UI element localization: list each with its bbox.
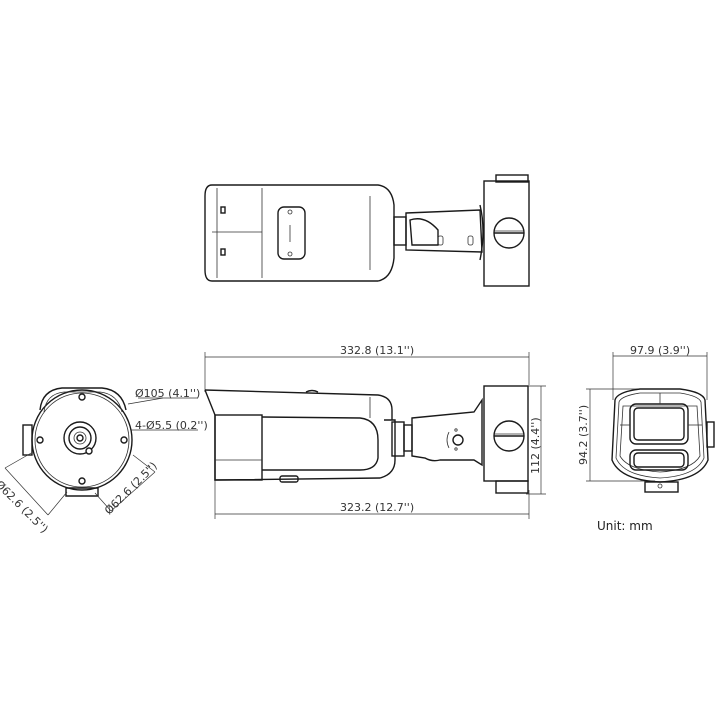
side-height-label: 112 (4.4'') (529, 417, 542, 474)
body-length-label: 323.2 (12.7'') (340, 501, 415, 514)
overall-length-label: 332.8 (13.1'') (340, 344, 415, 357)
mount-base-view (4, 387, 198, 516)
top-view (204, 174, 530, 287)
unit-label: Unit: mm (597, 519, 653, 533)
front-width-label: 97.9 (3.9'') (630, 344, 691, 357)
base-diameter-label: Ø105 (4.1'') (135, 387, 201, 400)
front-height-label: 94.2 (3.7'') (577, 404, 590, 465)
side-view (204, 352, 546, 519)
front-view (586, 352, 715, 493)
screw-holes-label: 4-Ø5.5 (0.2'') (135, 419, 208, 432)
